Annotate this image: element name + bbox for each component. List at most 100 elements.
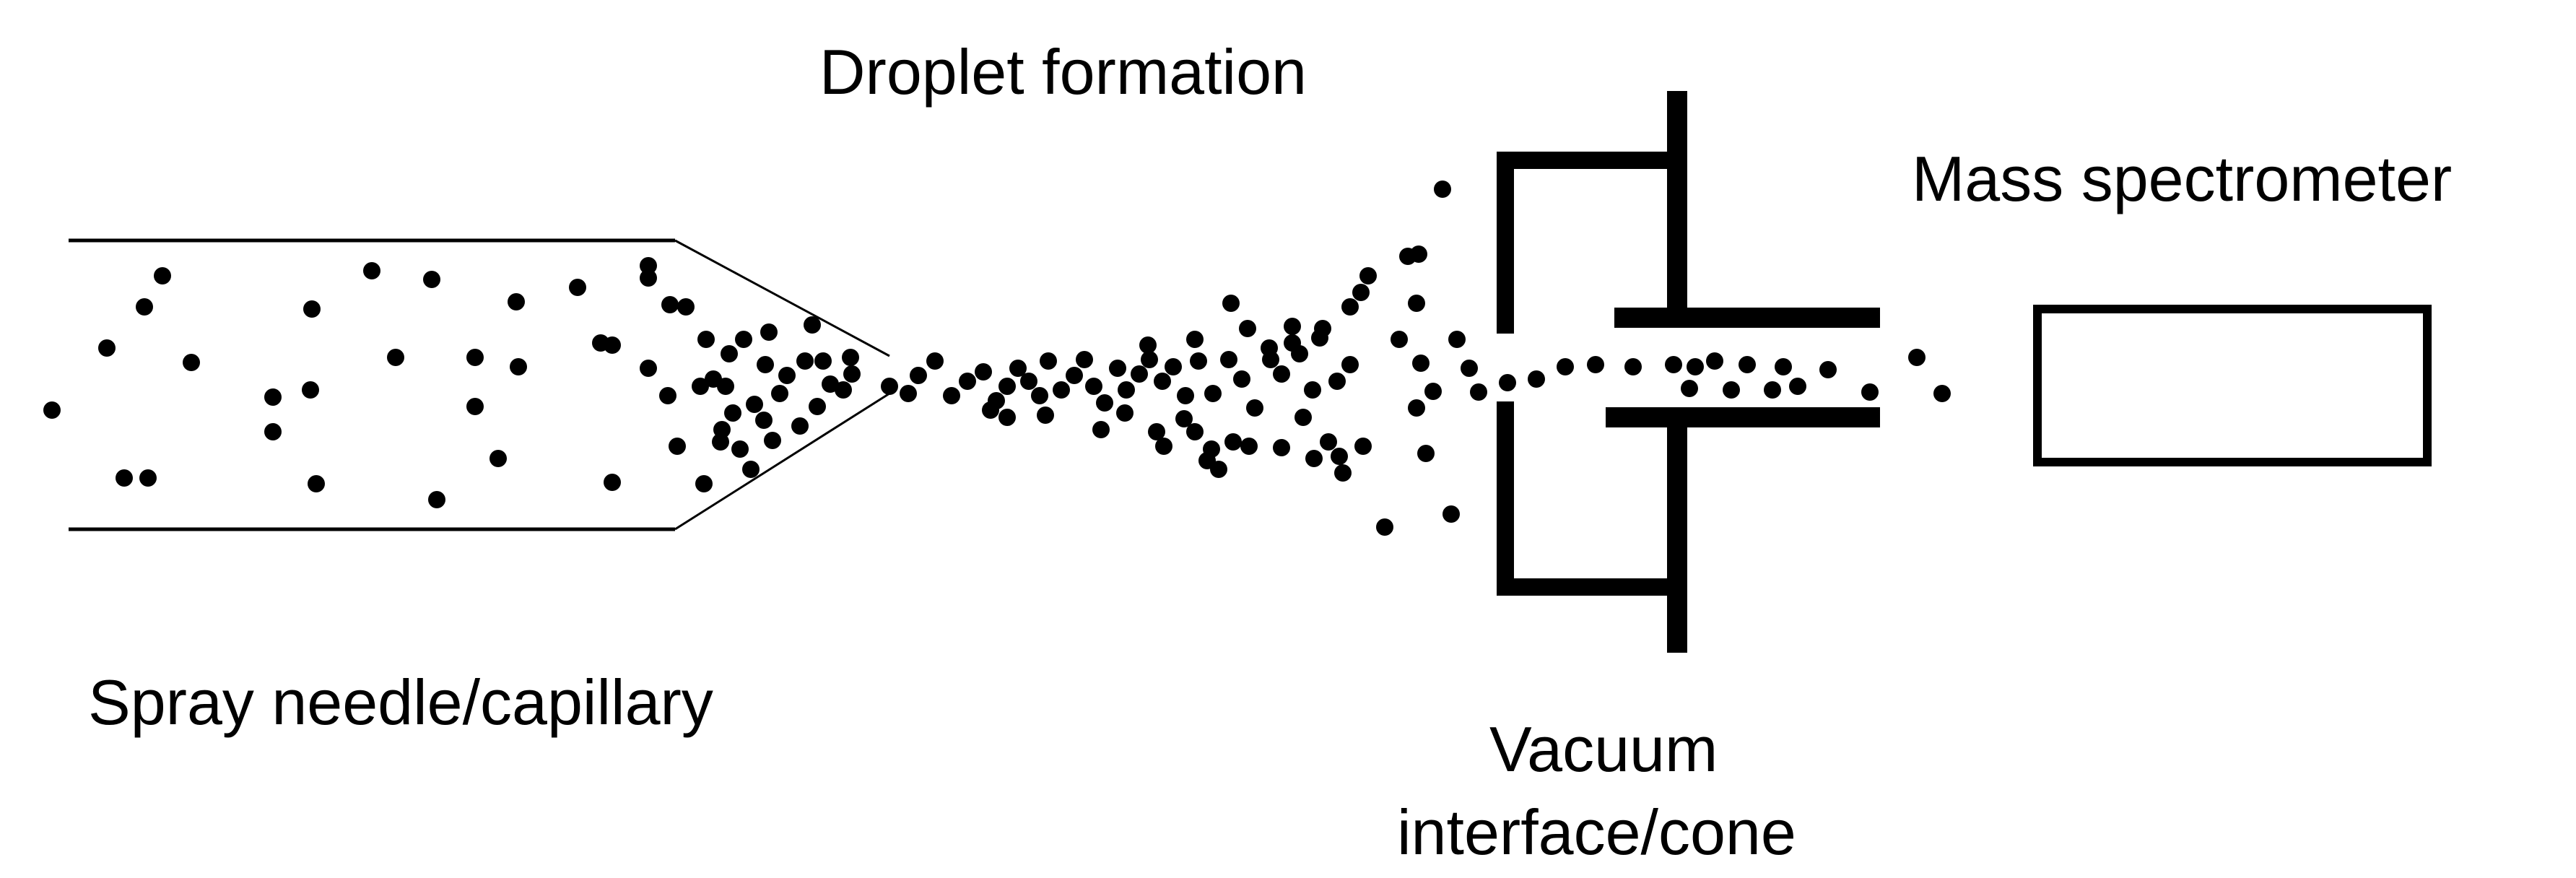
droplet bbox=[1009, 360, 1027, 377]
droplet bbox=[746, 396, 763, 413]
droplet bbox=[760, 323, 778, 341]
needle-taper-bottom bbox=[674, 392, 890, 531]
droplet bbox=[1789, 378, 1806, 395]
droplet bbox=[764, 432, 781, 449]
droplet bbox=[592, 334, 609, 352]
droplet bbox=[713, 421, 731, 438]
mass-spectrometer-box bbox=[2033, 305, 2432, 466]
droplet bbox=[508, 293, 525, 310]
droplet bbox=[1240, 438, 1258, 455]
droplet bbox=[1141, 351, 1158, 368]
droplet bbox=[669, 438, 686, 455]
droplet bbox=[1190, 352, 1207, 370]
droplet bbox=[1706, 352, 1723, 370]
droplet bbox=[692, 378, 709, 395]
droplet bbox=[1273, 439, 1290, 456]
droplet bbox=[303, 300, 321, 318]
droplet bbox=[154, 267, 171, 284]
droplet bbox=[842, 349, 859, 366]
droplet bbox=[1557, 358, 1574, 375]
droplet bbox=[677, 298, 695, 316]
droplet bbox=[1273, 365, 1290, 383]
droplet bbox=[428, 491, 445, 508]
droplet bbox=[1284, 318, 1301, 335]
droplet bbox=[804, 316, 821, 334]
droplet bbox=[755, 412, 773, 429]
droplet bbox=[695, 475, 713, 492]
droplet bbox=[1352, 284, 1370, 301]
droplet bbox=[1470, 383, 1487, 401]
droplet bbox=[998, 409, 1016, 426]
droplet bbox=[640, 269, 657, 287]
droplet bbox=[1424, 383, 1442, 400]
droplet bbox=[1155, 438, 1172, 455]
needle-taper-top bbox=[674, 239, 890, 357]
droplet bbox=[881, 378, 898, 395]
droplet bbox=[1261, 339, 1278, 357]
droplet bbox=[1412, 355, 1430, 372]
droplet bbox=[1528, 370, 1545, 388]
droplet bbox=[1861, 383, 1879, 401]
droplet bbox=[1764, 381, 1781, 399]
droplet bbox=[822, 375, 839, 393]
droplet bbox=[1461, 360, 1478, 377]
droplet bbox=[1233, 370, 1250, 388]
droplet bbox=[1066, 367, 1083, 384]
droplet bbox=[1687, 358, 1704, 375]
vacuum-label-line1: Vacuum bbox=[1489, 713, 1718, 785]
droplet bbox=[843, 365, 861, 383]
droplet bbox=[943, 387, 960, 404]
droplet-formation-label: Droplet formation bbox=[819, 36, 1307, 108]
droplet bbox=[640, 257, 657, 274]
droplet bbox=[1220, 351, 1237, 368]
droplet bbox=[1186, 423, 1204, 440]
droplet bbox=[742, 461, 760, 478]
droplet bbox=[926, 352, 944, 370]
droplet bbox=[1246, 399, 1263, 417]
droplet bbox=[1154, 373, 1171, 390]
droplet bbox=[1320, 433, 1337, 451]
droplet bbox=[959, 373, 976, 390]
droplets bbox=[43, 181, 1951, 536]
droplet bbox=[998, 378, 1016, 395]
droplet bbox=[1665, 356, 1682, 373]
droplet bbox=[778, 367, 796, 384]
droplet bbox=[1354, 438, 1372, 455]
droplet bbox=[569, 279, 586, 296]
droplet bbox=[1417, 445, 1435, 462]
droplet bbox=[1222, 295, 1240, 312]
droplet bbox=[1434, 181, 1451, 198]
droplet bbox=[1053, 381, 1070, 399]
droplet bbox=[835, 381, 852, 399]
droplet bbox=[1376, 518, 1393, 536]
droplet bbox=[387, 349, 404, 366]
droplet bbox=[1186, 331, 1204, 348]
droplet bbox=[640, 360, 657, 377]
droplet bbox=[1587, 356, 1604, 373]
droplet bbox=[1204, 385, 1222, 402]
spray-needle-label: Spray needle/capillary bbox=[88, 666, 713, 738]
droplet bbox=[264, 423, 282, 440]
droplet bbox=[363, 262, 380, 279]
droplet bbox=[1294, 409, 1312, 426]
droplet bbox=[659, 387, 676, 404]
droplet bbox=[183, 354, 200, 371]
droplet bbox=[1305, 450, 1323, 467]
droplet bbox=[1408, 399, 1425, 417]
droplet bbox=[1148, 423, 1165, 440]
droplet bbox=[1328, 373, 1346, 390]
droplet bbox=[1775, 358, 1792, 375]
droplet bbox=[661, 296, 679, 313]
droplet bbox=[489, 450, 507, 467]
droplet bbox=[1391, 331, 1408, 348]
droplet bbox=[1177, 387, 1194, 404]
droplet bbox=[1908, 349, 1926, 366]
droplet bbox=[423, 271, 440, 288]
droplet bbox=[1210, 461, 1227, 478]
droplet bbox=[900, 385, 917, 402]
droplet bbox=[1334, 464, 1352, 482]
droplet bbox=[1092, 421, 1110, 438]
droplet bbox=[466, 398, 484, 415]
droplet bbox=[1020, 373, 1037, 390]
droplet bbox=[1239, 320, 1256, 337]
